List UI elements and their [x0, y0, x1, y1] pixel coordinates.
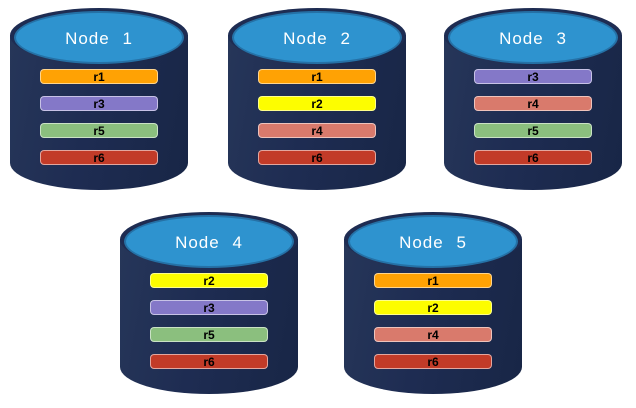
database-node-2: Node 2 r1 r2 r4 r6 — [228, 8, 406, 190]
replica-list: r2 r3 r5 r6 — [120, 273, 298, 369]
replica-list: r1 r3 r5 r6 — [10, 69, 188, 165]
replica-bar-r2: r2 — [374, 300, 492, 315]
replica-bar-r1: r1 — [258, 69, 376, 84]
replica-bar-r4: r4 — [374, 327, 492, 342]
replica-list: r3 r4 r5 r6 — [444, 69, 622, 165]
replica-bar-r6: r6 — [374, 354, 492, 369]
node-title: Node 5 — [399, 232, 467, 252]
node-title: Node 3 — [499, 28, 567, 48]
cylinder-top: Node 5 — [348, 215, 518, 268]
replica-bar-r1: r1 — [40, 69, 158, 84]
replica-bar-r3: r3 — [474, 69, 592, 84]
replica-bar-r6: r6 — [40, 150, 158, 165]
cylinder-top: Node 1 — [14, 11, 184, 64]
replica-bar-r2: r2 — [258, 96, 376, 111]
replica-bar-r1: r1 — [374, 273, 492, 288]
cylinder-top: Node 2 — [232, 11, 402, 64]
replica-bar-r3: r3 — [150, 300, 268, 315]
node-title: Node 2 — [283, 28, 351, 48]
database-node-5: Node 5 r1 r2 r4 r6 — [344, 212, 522, 394]
replica-bar-r6: r6 — [150, 354, 268, 369]
replica-bar-r4: r4 — [474, 96, 592, 111]
cylinder-top: Node 4 — [124, 215, 294, 268]
replica-bar-r2: r2 — [150, 273, 268, 288]
replica-list: r1 r2 r4 r6 — [228, 69, 406, 165]
node-title: Node 4 — [175, 232, 243, 252]
node-title: Node 1 — [65, 28, 133, 48]
replica-bar-r5: r5 — [40, 123, 158, 138]
replica-bar-r3: r3 — [40, 96, 158, 111]
replica-bar-r6: r6 — [258, 150, 376, 165]
replica-bar-r5: r5 — [150, 327, 268, 342]
database-node-3: Node 3 r3 r4 r5 r6 — [444, 8, 622, 190]
replica-bar-r4: r4 — [258, 123, 376, 138]
replica-bar-r6: r6 — [474, 150, 592, 165]
replica-list: r1 r2 r4 r6 — [344, 273, 522, 369]
database-node-1: Node 1 r1 r3 r5 r6 — [10, 8, 188, 190]
replica-bar-r5: r5 — [474, 123, 592, 138]
cylinder-top: Node 3 — [448, 11, 618, 64]
database-node-4: Node 4 r2 r3 r5 r6 — [120, 212, 298, 394]
